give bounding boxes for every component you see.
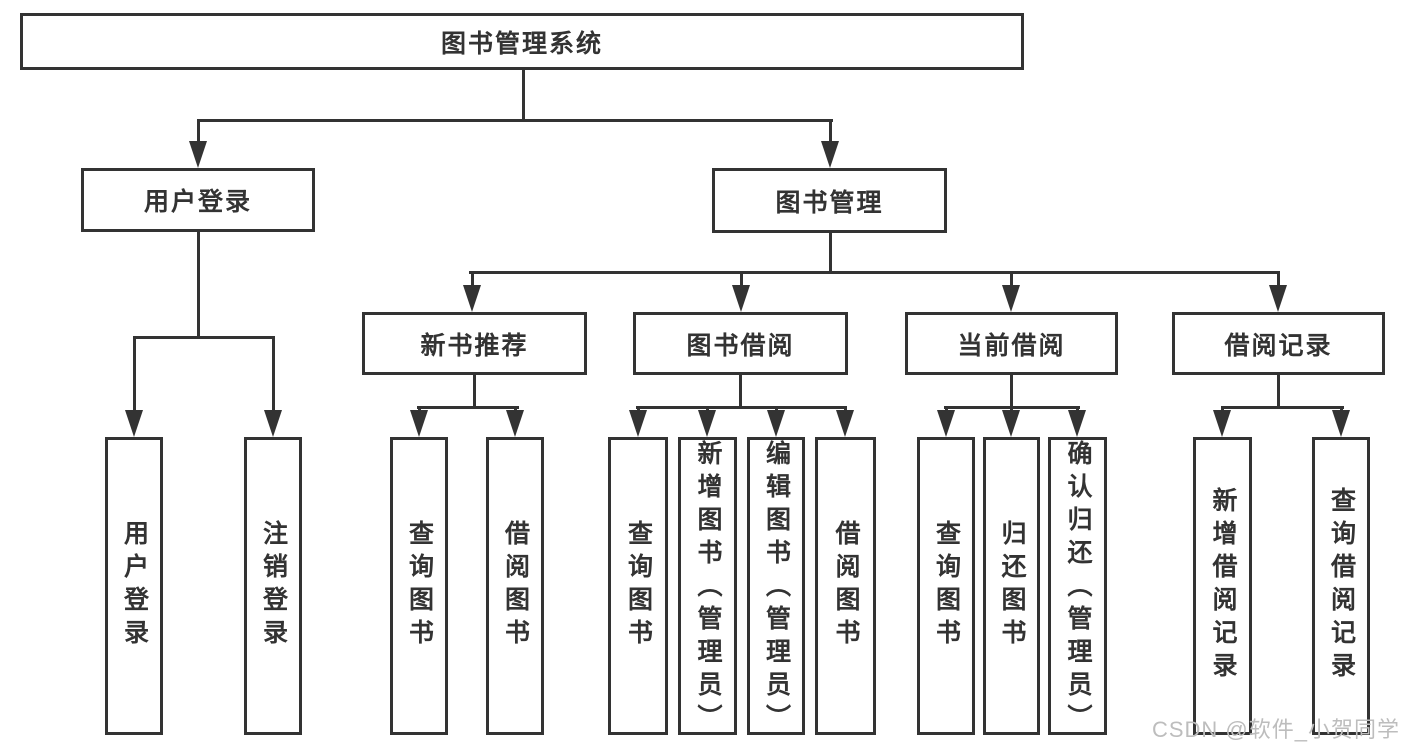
watermark: CSDN @软件_小贺同学 [1151, 717, 1400, 742]
arrowhead-icon [1332, 410, 1350, 437]
node-label: 用户登录 [143, 188, 252, 216]
node-book-management: 图书管理 [712, 168, 947, 233]
connector-line [197, 231, 200, 338]
node-label: 借阅记录 [1224, 331, 1333, 360]
node-label: 查询图书 [405, 520, 434, 652]
node-leaf-borrow-books-2: 借阅图书 [815, 437, 876, 735]
connector-line [739, 375, 742, 408]
node-leaf-user-login: 用户登录 [105, 437, 163, 735]
node-label: 新增借阅记录 [1209, 487, 1237, 685]
arrowhead-icon [629, 410, 647, 437]
connector-line [1277, 375, 1280, 408]
arrowhead-icon [463, 285, 481, 312]
node-leaf-add-books-admin: 新增图书（管理员） [678, 437, 737, 737]
node-label: 图书管理 [775, 188, 884, 217]
node-label: 借阅图书 [501, 520, 530, 652]
connector-line [829, 232, 832, 273]
arrowhead-icon [698, 410, 716, 437]
connector-line [1010, 273, 1013, 287]
arrowhead-icon [189, 141, 207, 168]
connector-line [417, 406, 519, 409]
connector-line [133, 338, 136, 412]
node-label: 归还图书 [998, 520, 1026, 652]
connector-line [1010, 375, 1013, 408]
arrowhead-icon [732, 285, 750, 312]
connector-line [473, 375, 476, 408]
connector-line [1277, 273, 1280, 287]
node-borrow-record: 借阅记录 [1172, 312, 1385, 375]
connector-line [471, 273, 474, 287]
connector-line [522, 70, 525, 120]
node-label: 查询图书 [932, 520, 961, 652]
node-label: 用户登录 [120, 520, 149, 652]
connector-line [272, 338, 275, 412]
node-label: 借阅图书 [832, 520, 860, 652]
node-label: 查询图书 [624, 520, 653, 652]
connector-line [829, 122, 832, 144]
connector-line [1221, 406, 1344, 409]
node-leaf-edit-books-admin: 编辑图书（管理员） [747, 437, 805, 737]
node-current-borrow: 当前借阅 [905, 312, 1118, 375]
node-label: 注销登录 [259, 520, 288, 652]
node-leaf-query-books-1: 查询图书 [390, 437, 448, 735]
arrowhead-icon [1002, 410, 1020, 437]
arrowhead-icon [821, 141, 839, 168]
node-label: 新书推荐 [420, 331, 529, 360]
node-label: 新增图书（管理员） [694, 440, 722, 737]
node-leaf-borrow-books-1: 借阅图书 [486, 437, 544, 735]
arrowhead-icon [937, 410, 955, 437]
connector-line [740, 273, 743, 287]
arrowhead-icon [836, 410, 854, 437]
node-label: 编辑图书（管理员） [762, 440, 791, 737]
arrowhead-icon [125, 410, 143, 437]
arrowhead-icon [1002, 285, 1020, 312]
node-leaf-query-books-2: 查询图书 [608, 437, 668, 735]
node-leaf-query-books-3: 查询图书 [917, 437, 975, 735]
node-label: 当前借阅 [957, 331, 1066, 360]
node-label: 图书借阅 [686, 331, 795, 360]
node-leaf-confirm-return-admin: 确认归还（管理员） [1048, 437, 1107, 737]
node-leaf-add-borrow-record: 新增借阅记录 [1193, 437, 1252, 735]
arrowhead-icon [1213, 410, 1231, 437]
node-label: 确认归还（管理员） [1064, 440, 1092, 737]
node-new-book-recommend: 新书推荐 [362, 312, 587, 375]
arrowhead-icon [410, 410, 428, 437]
arrowhead-icon [264, 410, 282, 437]
arrowhead-icon [1068, 410, 1086, 437]
node-label: 图书管理系统 [440, 29, 603, 58]
connector-line [636, 406, 847, 409]
connector-line [133, 336, 275, 339]
node-user-login: 用户登录 [81, 168, 315, 232]
arrowhead-icon [1269, 285, 1287, 312]
node-leaf-logout: 注销登录 [244, 437, 302, 735]
connector-line [197, 122, 200, 144]
node-label: 查询借阅记录 [1327, 487, 1356, 685]
connector-line [469, 271, 1280, 274]
arrowhead-icon [506, 410, 524, 437]
node-root: 图书管理系统 [20, 13, 1024, 70]
connector-line [197, 119, 833, 122]
node-leaf-query-borrow-record: 查询借阅记录 [1312, 437, 1370, 735]
node-book-borrow: 图书借阅 [633, 312, 848, 375]
arrowhead-icon [767, 410, 785, 437]
node-leaf-return-books: 归还图书 [983, 437, 1040, 735]
